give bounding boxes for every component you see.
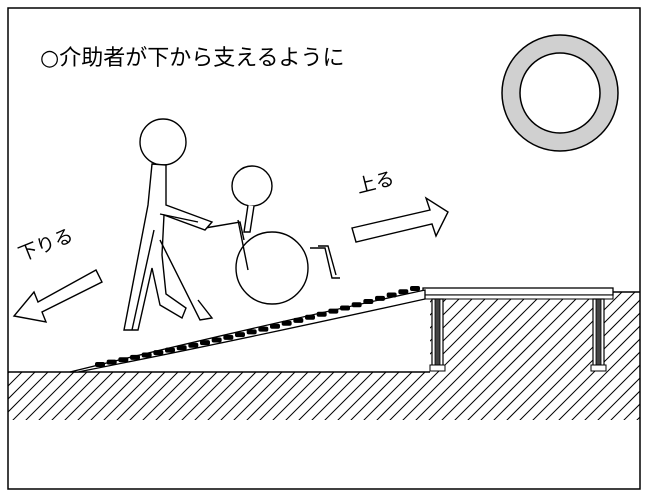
ground-hatching [8,292,640,420]
ring-inner [519,52,601,134]
down-arrow-icon [12,269,103,323]
helper-person [123,118,214,331]
wheelchair [204,219,340,305]
frame-border [7,7,641,490]
ramp [69,286,426,373]
platform [422,287,614,372]
seated-person [231,165,273,233]
page-title: ○介助者が下から支えるように [40,46,345,71]
up-arrow-icon [351,196,449,243]
